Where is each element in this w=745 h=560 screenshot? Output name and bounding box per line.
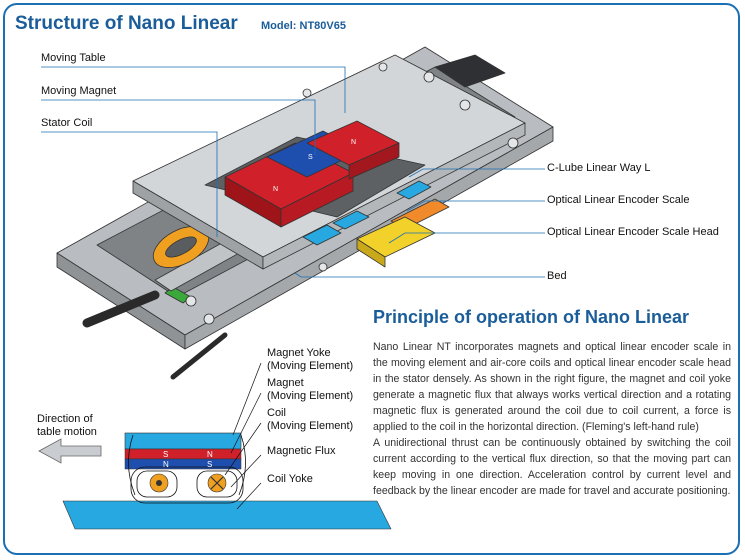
- callout-moving-magnet: Moving Magnet: [41, 85, 117, 97]
- magnet-yoke: [124, 432, 242, 450]
- end-block: [434, 54, 506, 88]
- flux-lines: [128, 434, 246, 504]
- label-magnet: Magnet (Moving Element): [267, 377, 354, 402]
- principle-paragraph-2: A unidirectional thrust can be continuou…: [373, 437, 731, 497]
- label-magnet-yoke: Magnet Yoke (Moving Element): [267, 347, 354, 372]
- magnet-pole-n-top: N: [351, 139, 356, 146]
- linear-way-block-3: [396, 180, 432, 200]
- callout-encoder-scale: Optical Linear Encoder Scale: [547, 194, 690, 206]
- cable-1: [82, 290, 160, 328]
- callout-bed: Bed: [547, 270, 567, 282]
- encoder-head-side: [356, 238, 386, 268]
- pole-n-right: N: [207, 450, 213, 459]
- mounting-screws: [185, 62, 519, 325]
- label-magnetic-flux: Magnetic Flux: [267, 445, 336, 457]
- pole-s-left: S: [163, 450, 168, 459]
- label-coil: Coil (Moving Element): [267, 407, 354, 432]
- direction-arrow: [38, 438, 102, 464]
- magnet-strip-blue: [124, 458, 242, 470]
- principle-body: Nano Linear NT incorporates magnets and …: [373, 339, 731, 499]
- moving-magnet: [224, 120, 400, 228]
- principle-heading: Principle of operation of Nano Linear: [373, 307, 690, 327]
- linear-way-block-1: [302, 224, 342, 246]
- callout-stator-coil: Stator Coil: [41, 117, 93, 129]
- direction-label: Direction of table motion: [37, 413, 97, 438]
- pole-s-right: S: [207, 460, 212, 469]
- coil-yoke-bar: [62, 500, 392, 530]
- diagram-canvas: N S N: [38, 46, 554, 530]
- cable-2: [170, 332, 228, 380]
- magnet-pole-n-left: N: [273, 186, 278, 193]
- linear-way-block-2: [332, 210, 370, 230]
- pole-n-left: N: [163, 460, 169, 469]
- magnet-strip-red: [124, 448, 242, 460]
- page-title: Structure of Nano Linear: [15, 13, 238, 34]
- cross-section-diagram: [38, 362, 392, 530]
- figure-frame: Structure of Nano Linear Model: NT80V65: [3, 3, 740, 555]
- label-coil-yoke: Coil Yoke: [267, 473, 313, 485]
- principle-paragraph-1: Nano Linear NT incorporates magnets and …: [373, 341, 731, 433]
- callout-encoder-head: Optical Linear Encoder Scale Head: [547, 226, 719, 238]
- magnet-pole-s-mid: S: [308, 154, 313, 161]
- model-number: Model: NT80V65: [261, 20, 346, 32]
- callout-leaders: [41, 66, 545, 278]
- callout-moving-table: Moving Table: [41, 52, 106, 64]
- callout-c-lube-linear-way: C-Lube Linear Way L: [547, 162, 651, 174]
- linear-stage-illustration: [56, 46, 554, 380]
